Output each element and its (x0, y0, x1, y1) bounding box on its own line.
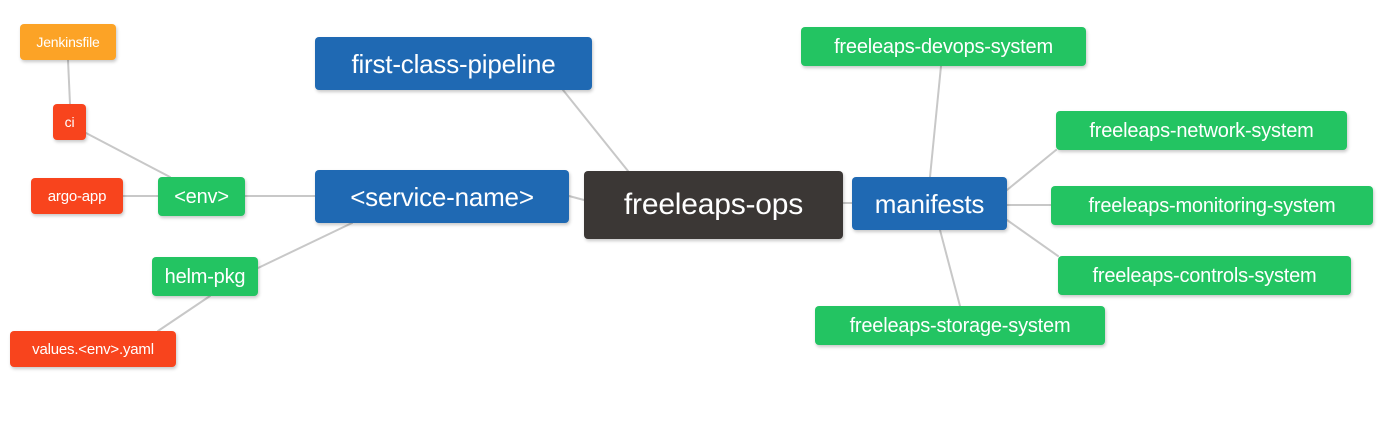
mindmap-node-helm-pkg[interactable]: helm-pkg (152, 257, 258, 296)
node-label: freeleaps-controls-system (1092, 264, 1317, 287)
node-label: helm-pkg (164, 265, 246, 288)
node-label: argo-app (47, 187, 107, 205)
node-label: Jenkinsfile (36, 34, 100, 50)
node-label: first-class-pipeline (351, 48, 556, 79)
mindmap-node-jenkinsfile[interactable]: Jenkinsfile (20, 24, 116, 60)
mindmap-node-argo-app[interactable]: argo-app (31, 178, 123, 214)
mindmap-node-root[interactable]: freeleaps-ops (584, 171, 843, 239)
edge-ci-to-env (85, 132, 171, 178)
node-label: values.<env>.yaml (32, 340, 154, 358)
node-label: freeleaps-monitoring-system (1088, 194, 1336, 217)
mindmap-node-values-yaml[interactable]: values.<env>.yaml (10, 331, 176, 367)
node-label: freeleaps-ops (623, 188, 804, 221)
mindmap-node-storage[interactable]: freeleaps-storage-system (815, 306, 1105, 345)
node-label: manifests (874, 188, 985, 219)
edge-manifests-to-devops (929, 65, 942, 178)
edge-jenkinsfile-to-ci (67, 59, 71, 105)
mindmap-node-manifests[interactable]: manifests (852, 177, 1007, 230)
edge-manifests-to-storage (939, 229, 961, 307)
mindmap-node-service-name[interactable]: <service-name> (315, 170, 569, 223)
node-label: freeleaps-devops-system (834, 35, 1053, 58)
node-label: <service-name> (350, 181, 534, 212)
node-label: <env> (174, 185, 229, 208)
edge-manifests-to-controls (1006, 219, 1059, 257)
edge-manifests-to-network (1006, 149, 1057, 191)
node-label: freeleaps-storage-system (849, 314, 1071, 337)
edge-service-name-to-root (568, 195, 585, 201)
node-label: freeleaps-network-system (1089, 119, 1314, 142)
node-label: ci (64, 114, 75, 130)
mindmap-node-controls[interactable]: freeleaps-controls-system (1058, 256, 1351, 295)
mindmap-node-monitoring[interactable]: freeleaps-monitoring-system (1051, 186, 1373, 225)
mindmap-node-devops[interactable]: freeleaps-devops-system (801, 27, 1086, 66)
edge-helm-pkg-to-service-name (257, 222, 353, 269)
mindmap-node-ci[interactable]: ci (53, 104, 86, 140)
edge-values-yaml-to-helm-pkg (157, 295, 211, 332)
mindmap-node-pipeline[interactable]: first-class-pipeline (315, 37, 592, 90)
edge-pipeline-to-root (562, 89, 629, 172)
mindmap-node-env[interactable]: <env> (158, 177, 245, 216)
mindmap-node-network[interactable]: freeleaps-network-system (1056, 111, 1347, 150)
